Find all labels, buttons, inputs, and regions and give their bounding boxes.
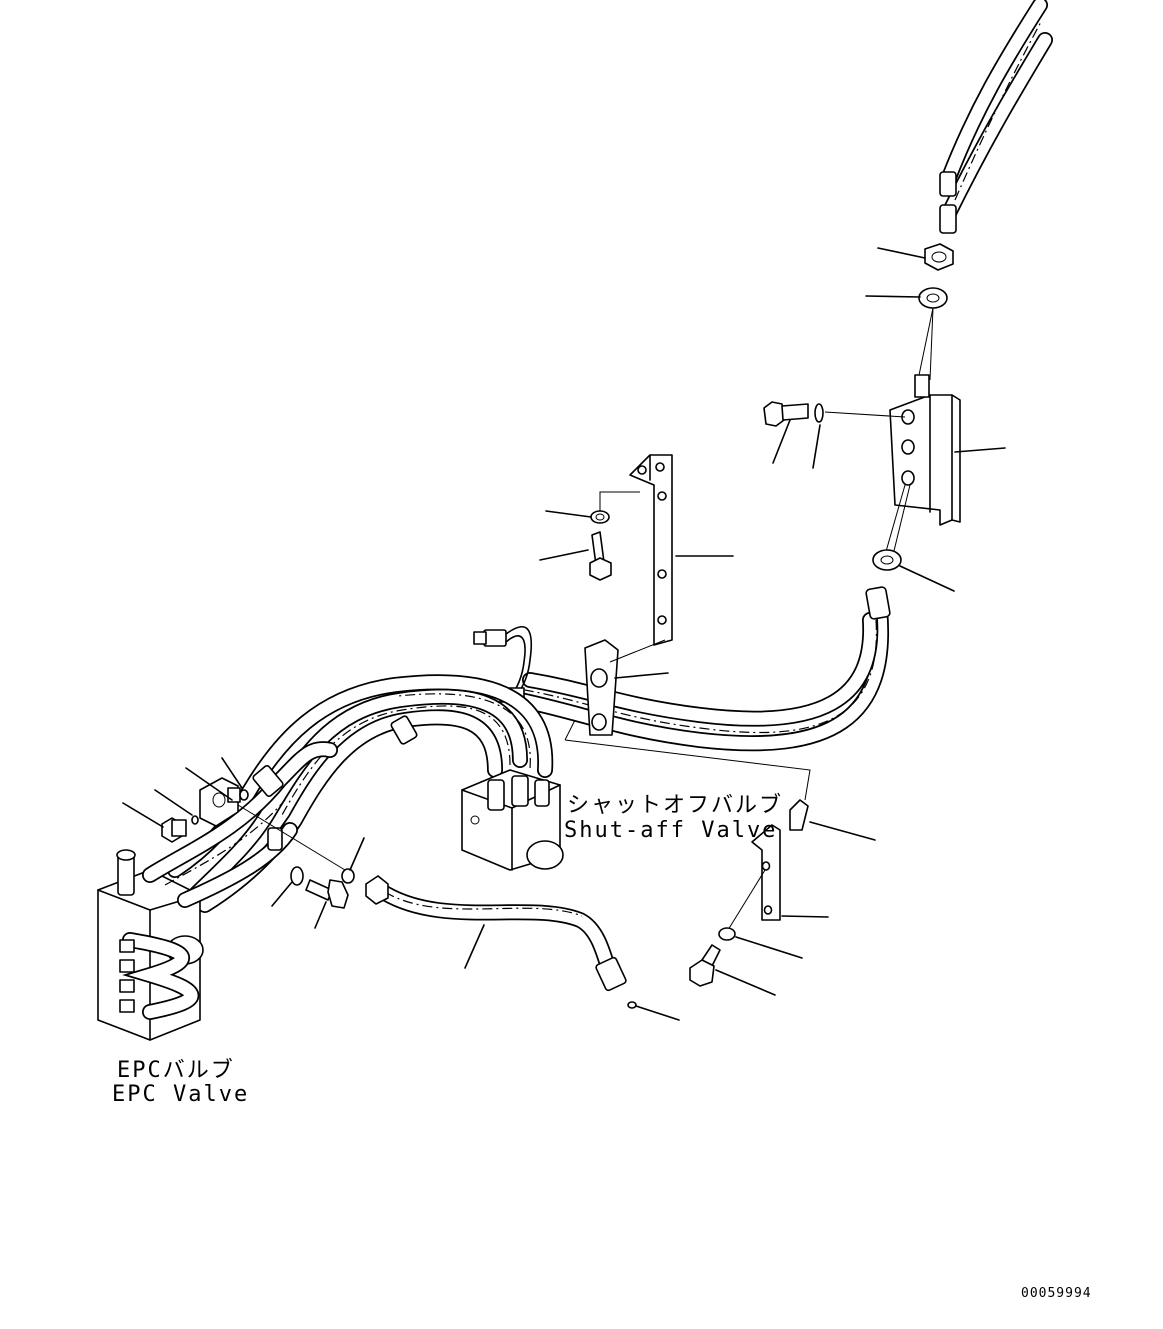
hose-clamp-block — [584, 639, 619, 736]
upper-hose-bundle — [939, 0, 1053, 234]
epc-hoses — [142, 741, 338, 908]
washer-upper — [918, 287, 948, 309]
middle-bracket — [629, 454, 673, 646]
hex-nut — [924, 243, 954, 271]
o-ring-epc-2 — [191, 815, 199, 825]
lower-right-bracket — [751, 824, 781, 921]
shutoff-valve — [461, 769, 564, 871]
shutoff-valve-label-en: Shut-aff Valve — [564, 818, 777, 843]
bolt-middle — [589, 531, 612, 581]
plug-fitting — [161, 817, 187, 843]
washer-epc — [290, 866, 304, 886]
bolt-epc — [305, 879, 349, 909]
washer-lower-bracket — [718, 927, 736, 941]
washer-lower-right — [872, 549, 902, 571]
right-bracket — [889, 374, 961, 526]
epc-valve-label-jp: EPCバルブ — [117, 1058, 235, 1083]
o-ring-epc-3 — [341, 868, 355, 884]
long-hose-right — [512, 586, 891, 752]
loose-hose — [365, 875, 627, 992]
washer-middle — [590, 510, 610, 524]
washer-spring-right — [814, 403, 824, 423]
epc-valve — [97, 849, 204, 1041]
leader-lines — [122, 247, 1006, 1021]
bolt-lower-right — [689, 944, 721, 987]
bolt-right — [763, 401, 809, 427]
elbow-fitting — [789, 799, 809, 831]
epc-valve-label-en: EPC Valve — [112, 1082, 249, 1107]
o-ring-epc-1 — [239, 789, 249, 801]
o-ring-small — [627, 1001, 637, 1009]
drawing-number: 00059994 — [1021, 1286, 1092, 1301]
shutoff-valve-label-jp: シャットオフバルブ — [567, 793, 783, 818]
